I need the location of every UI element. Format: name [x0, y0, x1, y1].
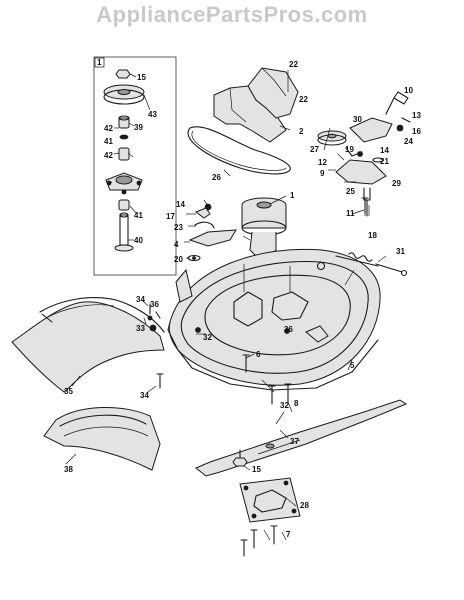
- belt-cover: [213, 67, 299, 143]
- inset-label-box: [94, 57, 105, 68]
- spindle-nut: [115, 69, 131, 79]
- callout-14b: 14: [380, 146, 389, 155]
- callout-30: 30: [353, 115, 362, 124]
- callout-17: 17: [166, 212, 175, 221]
- bolt-32b: [268, 385, 276, 405]
- right-bracket-assembly: [317, 91, 411, 217]
- nut-33: [149, 324, 157, 332]
- bracket-29: [335, 159, 387, 185]
- spring-rod: [335, 252, 408, 277]
- callout-31: 31: [396, 247, 405, 256]
- callout-34b: 34: [140, 391, 149, 400]
- spring-23: [194, 221, 215, 229]
- mower-deck: [167, 248, 381, 391]
- drive-belt: [187, 126, 291, 175]
- callout-22: 22: [299, 95, 308, 104]
- callout-8: 8: [294, 399, 299, 408]
- callout-25: 25: [346, 187, 355, 196]
- callout-11: 11: [346, 209, 355, 218]
- bolt-8: [284, 383, 292, 403]
- callout-33: 33: [136, 324, 145, 333]
- bolt-7a: [250, 529, 258, 549]
- callout-13: 13: [412, 111, 421, 120]
- callout-14: 14: [176, 200, 185, 209]
- callout-28: 28: [300, 501, 309, 510]
- callout-2: 2: [299, 127, 304, 136]
- callout-15: 15: [137, 73, 146, 82]
- watermark-text: AppliancePartsPros.com: [96, 2, 368, 27]
- callout-27: 27: [310, 145, 319, 154]
- mower-blade: [195, 399, 408, 477]
- callout-43: 43: [148, 110, 157, 119]
- callout-9: 9: [320, 169, 325, 178]
- bracket-17: [194, 207, 211, 219]
- callout-38: 38: [64, 465, 73, 474]
- callout-20: 20: [174, 255, 183, 264]
- inset-label: 1: [97, 58, 102, 67]
- idler-arm-parts: [187, 203, 237, 262]
- callout-10: 10: [404, 86, 413, 95]
- callout-6: 6: [256, 350, 261, 359]
- lower-bearing: [118, 199, 130, 211]
- callout-36: 36: [150, 300, 159, 309]
- callout-23: 23: [174, 223, 183, 232]
- idler-arm-4: [188, 229, 237, 247]
- callout-41: 41: [104, 137, 113, 146]
- spindle-shaft: [119, 214, 129, 246]
- washer-21: [372, 157, 384, 163]
- callout-16: 16: [412, 127, 421, 136]
- leader-lines: [65, 70, 387, 541]
- callout-41b: 41: [134, 211, 143, 220]
- callout-15b: 15: [252, 465, 261, 474]
- washer: [119, 134, 129, 140]
- callout-42b: 42: [104, 151, 113, 160]
- callout-4: 4: [174, 240, 179, 249]
- callout-37: 37: [290, 437, 299, 446]
- blade-nut: [232, 457, 248, 467]
- callout-5: 5: [350, 361, 355, 370]
- callout-36b: 36: [284, 325, 293, 334]
- spacer: [118, 147, 130, 161]
- spindle-assembly-inset: 1: [93, 56, 177, 276]
- callout-18: 18: [368, 231, 377, 240]
- callout-26: 26: [212, 173, 221, 182]
- baffle-plate-28: [239, 477, 301, 523]
- callout-7: 7: [286, 530, 291, 539]
- callout-40: 40: [134, 236, 143, 245]
- bolt-7b: [270, 525, 278, 545]
- callout-42: 42: [104, 124, 113, 133]
- deflector-38: [43, 406, 161, 471]
- callout-32: 32: [203, 333, 212, 342]
- callout-24: 24: [404, 137, 413, 146]
- callout-21: 21: [380, 157, 389, 166]
- callout-34: 34: [136, 295, 145, 304]
- inset-frame: [93, 56, 177, 276]
- nut-14b: [357, 151, 363, 157]
- callout-35: 35: [64, 387, 73, 396]
- discharge-chute-35: [11, 297, 165, 393]
- callout-22: 22: [289, 60, 298, 69]
- bracket-30: [349, 117, 393, 143]
- nut-24: [396, 124, 404, 132]
- callout-29: 29: [392, 179, 401, 188]
- callout-32b: 32: [280, 401, 289, 410]
- callout-numbers: 15 43 39 42 41 42 41 40 22 22 2 26 1 10 …: [64, 60, 421, 539]
- bolt-34b: [156, 373, 164, 389]
- callout-12: 12: [318, 158, 327, 167]
- callout-39: 39: [134, 123, 143, 132]
- bolt-7c: [240, 539, 248, 557]
- bolt-11: [361, 197, 369, 214]
- pin-10: [393, 91, 409, 105]
- callout-19: 19: [345, 145, 354, 154]
- callout-1: 1: [290, 191, 295, 200]
